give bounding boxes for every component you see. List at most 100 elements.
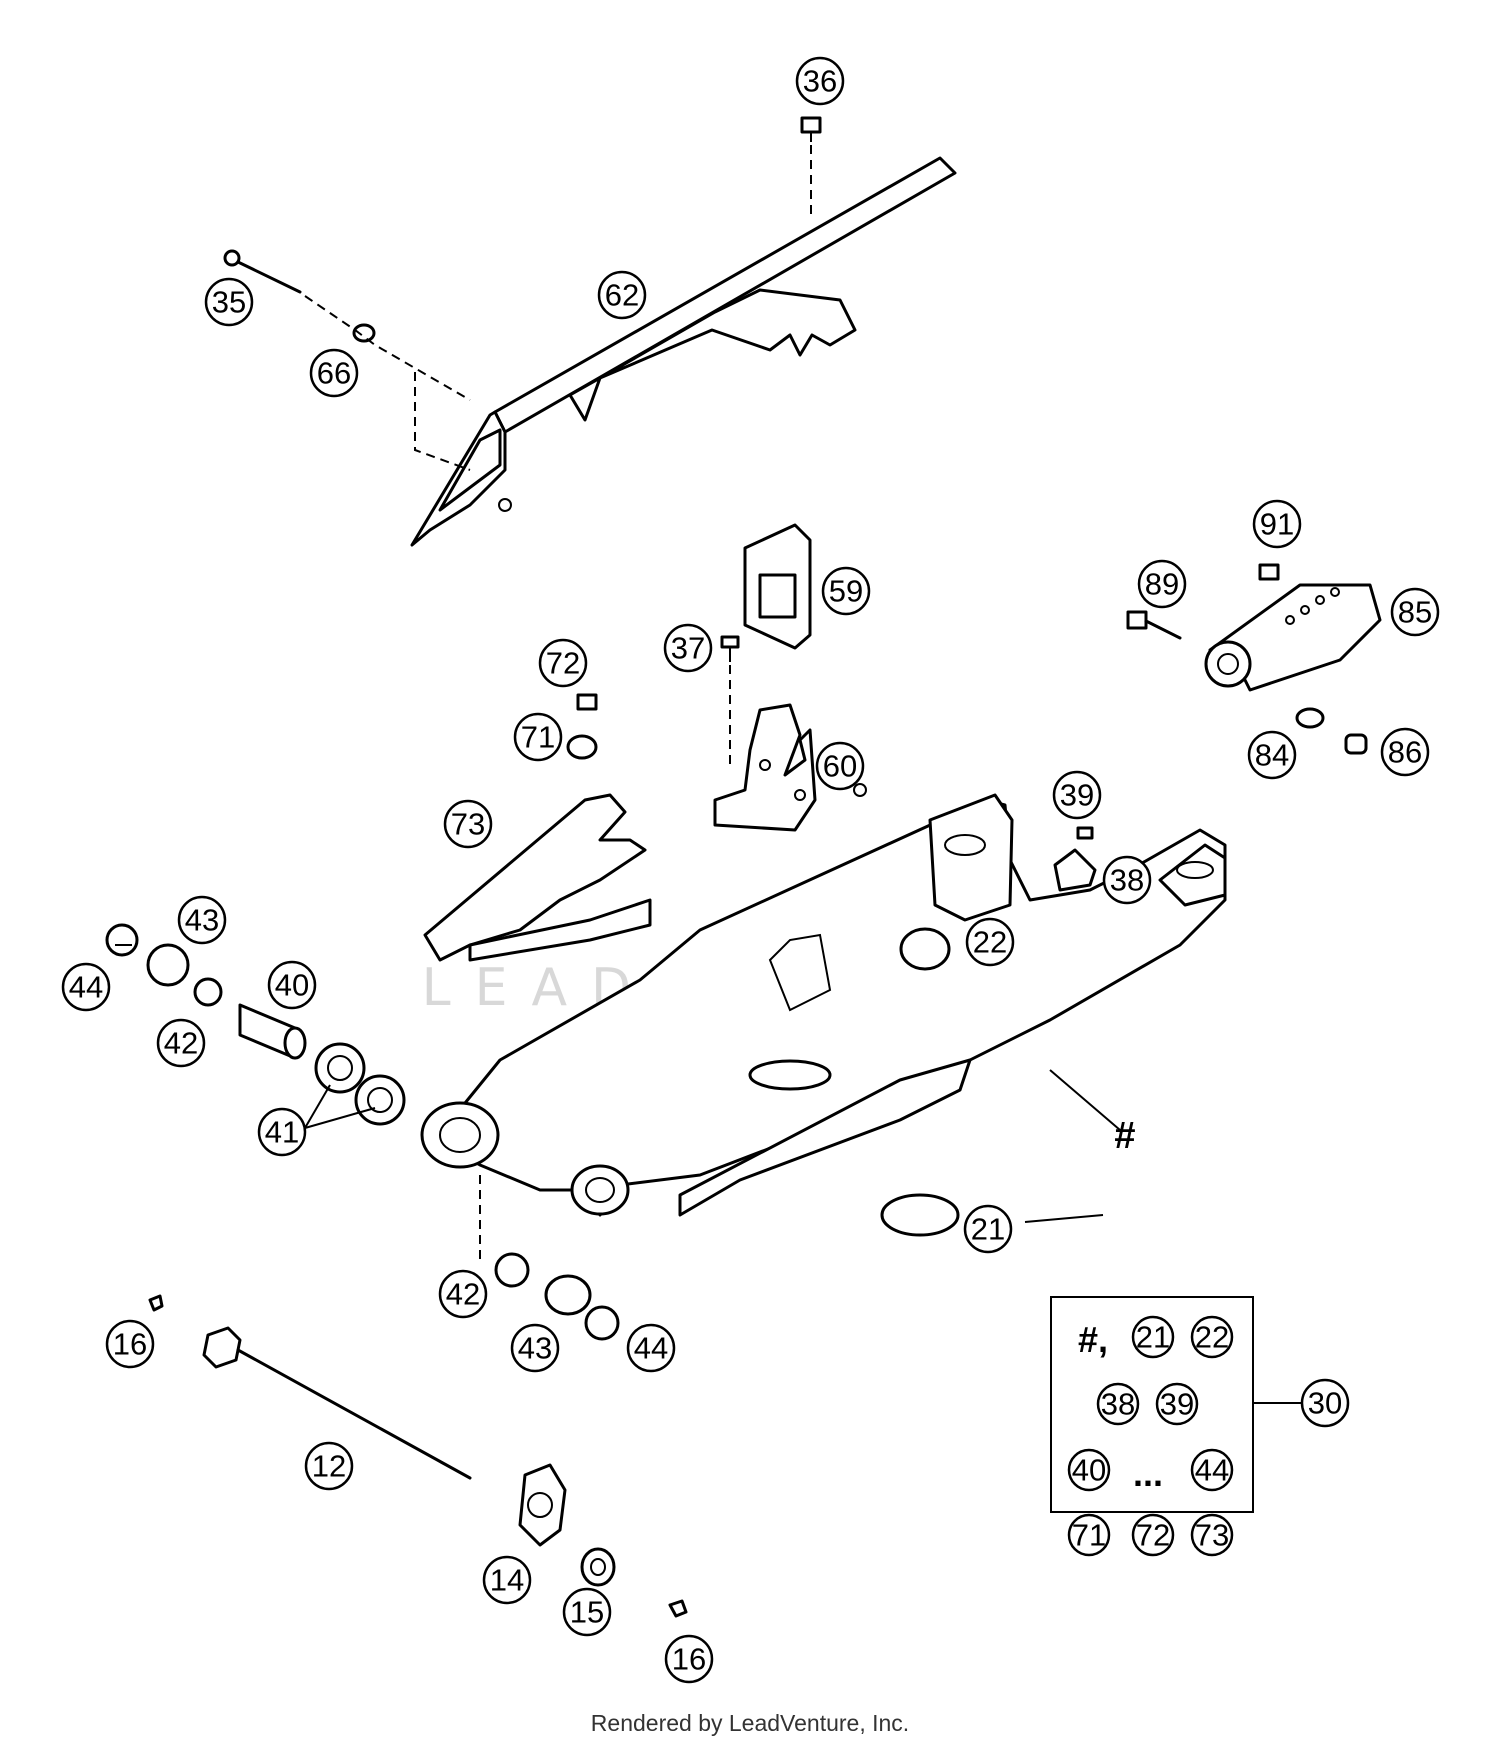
callout-89[interactable]: 89 [1137, 559, 1187, 609]
svg-text:38: 38 [1110, 863, 1144, 898]
svg-text:22: 22 [973, 925, 1007, 960]
nut-16b-part[interactable] [668, 1599, 688, 1618]
callout-35[interactable]: 35 [204, 277, 254, 327]
assembly-line [304, 295, 471, 401]
callout-41[interactable]: 41 [257, 1107, 307, 1157]
nut-16a-part[interactable] [148, 1294, 164, 1312]
needle-bearing-41-part[interactable] [314, 1042, 406, 1126]
svg-text:21: 21 [1136, 1320, 1170, 1355]
washer-42b-part[interactable] [494, 1252, 530, 1288]
kit-callout: 73 [1190, 1513, 1234, 1557]
kit-callout: 38 [1096, 1382, 1140, 1426]
svg-text:44: 44 [1195, 1453, 1229, 1488]
guide-bracket-60-part[interactable] [713, 703, 817, 832]
svg-text:39: 39 [1060, 778, 1094, 813]
svg-text:91: 91 [1260, 507, 1294, 542]
svg-text:60: 60 [823, 749, 857, 784]
callout-kit-number[interactable]: 30 [1300, 1378, 1350, 1428]
footer-credit: Rendered by LeadVenture, Inc. [590, 1710, 910, 1736]
svg-text:73: 73 [1195, 1518, 1229, 1553]
svg-text:85: 85 [1398, 595, 1432, 630]
chain-guard-part[interactable] [410, 156, 957, 547]
svg-text:43: 43 [518, 1331, 552, 1366]
svg-text:72: 72 [546, 646, 580, 681]
callout-38[interactable]: 38 [1102, 855, 1152, 905]
bolt-72-part[interactable] [576, 693, 598, 711]
nut-15-part[interactable] [580, 1547, 616, 1587]
leader-line [304, 1107, 376, 1129]
callout-16-lower[interactable]: 16 [664, 1634, 714, 1684]
callout-43-lower[interactable]: 43 [510, 1323, 560, 1373]
bearing-43b-part[interactable] [544, 1274, 592, 1316]
washer-84-part[interactable] [1295, 707, 1325, 729]
screw-37-part[interactable] [720, 635, 740, 662]
callout-37[interactable]: 37 [663, 623, 713, 673]
callout-12[interactable]: 12 [304, 1441, 354, 1491]
chain-adjuster-14-part[interactable] [518, 1463, 567, 1547]
guide-block-59-part[interactable] [743, 523, 812, 650]
svg-text:44: 44 [69, 970, 103, 1005]
pivot-bolt-12-part[interactable] [202, 1326, 472, 1480]
seal-44b-part[interactable] [584, 1305, 620, 1341]
callout-66[interactable]: 66 [309, 348, 359, 398]
callout-42-upper[interactable]: 42 [156, 1018, 206, 1068]
callout-84[interactable]: 84 [1247, 730, 1297, 780]
callout-73[interactable]: 73 [443, 799, 493, 849]
svg-text:73: 73 [451, 807, 485, 842]
callout-16-upper[interactable]: 16 [105, 1319, 155, 1369]
screw-39-part[interactable] [1076, 826, 1094, 840]
callout-86[interactable]: 86 [1380, 727, 1430, 777]
washer-71-part[interactable] [566, 734, 598, 760]
bolt-36-part[interactable] [800, 116, 822, 142]
callout-44-upper[interactable]: 44 [61, 962, 111, 1012]
svg-text:37: 37 [671, 631, 705, 666]
callout-71[interactable]: 71 [513, 712, 563, 762]
kit-callout: 40 [1067, 1448, 1111, 1492]
callout-39[interactable]: 39 [1052, 770, 1102, 820]
callout-60[interactable]: 60 [815, 741, 865, 791]
bearing-43-part[interactable] [146, 943, 190, 987]
screw-91-part[interactable] [1258, 563, 1280, 581]
nut-86-part[interactable] [1344, 733, 1368, 755]
cap-21-part[interactable] [880, 1193, 960, 1237]
svg-text:16: 16 [113, 1327, 147, 1362]
washer-66-part[interactable] [352, 323, 376, 343]
svg-text:84: 84 [1255, 738, 1289, 773]
seal-44-part[interactable] [105, 923, 139, 957]
callout-91[interactable]: 91 [1252, 499, 1302, 549]
callout-42-lower[interactable]: 42 [438, 1269, 488, 1319]
sliding-guide-73-part[interactable] [423, 793, 652, 962]
callout-22[interactable]: 22 [965, 917, 1015, 967]
callout-15[interactable]: 15 [562, 1587, 612, 1637]
callout-72[interactable]: 72 [538, 638, 588, 688]
clamp-38-part[interactable] [1053, 848, 1097, 892]
swing-arm-part[interactable] [420, 783, 1227, 1217]
svg-text:38: 38 [1101, 1387, 1135, 1422]
svg-text:16: 16 [672, 1642, 706, 1677]
washer-42-part[interactable] [193, 977, 223, 1007]
callout-62[interactable]: 62 [597, 270, 647, 320]
callout-44-lower[interactable]: 44 [626, 1323, 676, 1373]
sleeve-40-part[interactable] [238, 1003, 307, 1060]
kit-range-ellipsis: ... [1133, 1453, 1163, 1494]
leader-line [304, 1084, 331, 1129]
callout-14[interactable]: 14 [482, 1555, 532, 1605]
cap-22-part[interactable] [899, 927, 951, 971]
svg-text:22: 22 [1195, 1320, 1229, 1355]
chain-slider-part[interactable] [1204, 583, 1382, 692]
callout-36[interactable]: 36 [795, 56, 845, 106]
callout-21[interactable]: 21 [963, 1204, 1013, 1254]
bolt-35-part[interactable] [223, 249, 302, 294]
svg-text:44: 44 [634, 1331, 668, 1366]
callout-85[interactable]: 85 [1390, 587, 1440, 637]
svg-text:12: 12 [312, 1449, 346, 1484]
callout-40[interactable]: 40 [267, 960, 317, 1010]
bolt-89-part[interactable] [1126, 610, 1182, 640]
kit-box: #, 21 22 38 39 40 ... 44 71 72 73 [1050, 1296, 1254, 1557]
callout-59[interactable]: 59 [821, 566, 871, 616]
svg-text:62: 62 [605, 278, 639, 313]
svg-text:40: 40 [275, 968, 309, 1003]
callout-43-upper[interactable]: 43 [177, 895, 227, 945]
kit-callout: 39 [1155, 1382, 1199, 1426]
